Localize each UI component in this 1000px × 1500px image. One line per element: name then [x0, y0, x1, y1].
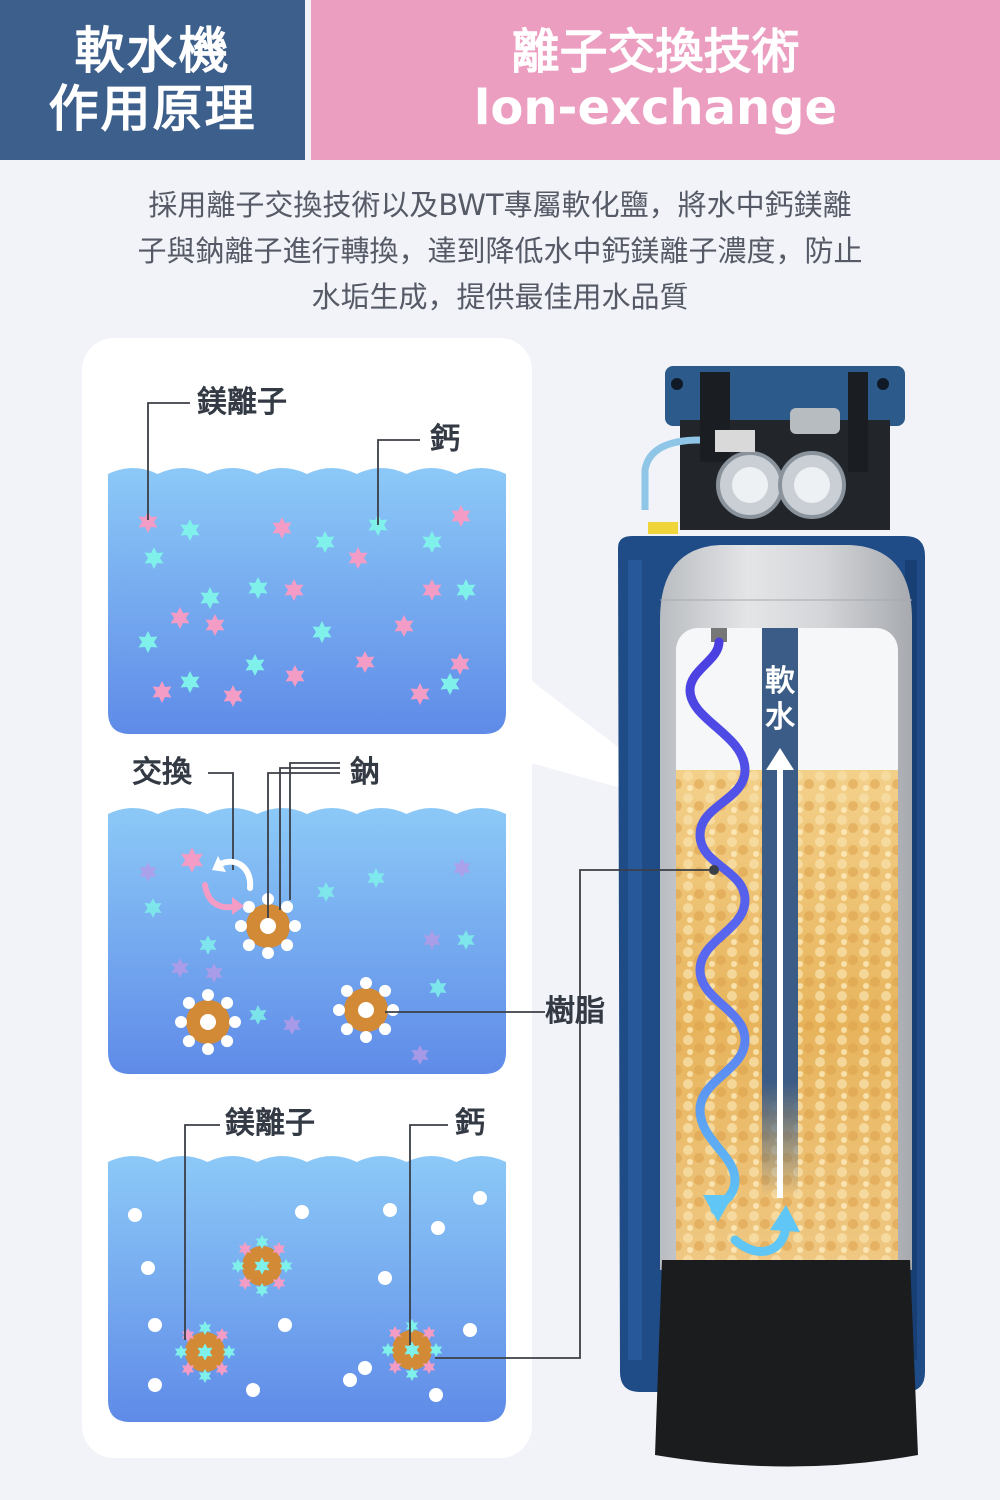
resin-bead-1-sodium-5 [242, 900, 255, 913]
resin-bead-3-sodium-0 [387, 1004, 399, 1016]
resin-bead-2-sodium-2 [202, 1043, 214, 1055]
panel3-magnesium-label: 鎂離子 [225, 1106, 315, 1141]
panel3-calcium-label: 鈣 [455, 1106, 485, 1141]
resin-bead-1-sodium-7 [281, 900, 294, 913]
tube [641, 436, 701, 510]
sodium-ion-p3-0 [128, 1208, 142, 1222]
resin-bead-3-sodium-5 [340, 984, 353, 997]
header-left: 軟水機 作用原理 [0, 0, 305, 160]
resin-bead-1-sodium-0 [289, 920, 301, 932]
resin-bead-2-sodium-3 [182, 1035, 195, 1048]
up-arrow [766, 748, 794, 770]
resin-bead-3-sodium-6 [360, 977, 372, 989]
sodium-ion-p3-11 [246, 1383, 260, 1397]
resin-bead-3-sodium-7 [379, 984, 392, 997]
sodium-ion-p3-8 [278, 1318, 292, 1332]
left-title-line1: 軟水機 [74, 22, 231, 80]
exchange-arrow-white [215, 858, 254, 891]
water-softener-device [618, 366, 925, 1467]
resin-bead-2-sodium-5 [182, 996, 195, 1009]
water-panel-3 [108, 1156, 506, 1422]
resin-bead-2-sodium-6 [202, 989, 214, 1001]
intro-text: 採用離子交換技術以及BWT專屬軟化鹽，將水中鈣鎂離 子與鈉離子進行轉換，達到降低… [40, 182, 960, 320]
intro-line1: 採用離子交換技術以及BWT專屬軟化鹽，將水中鈣鎂離 [148, 188, 852, 222]
panel1-calcium-label: 鈣 [430, 422, 460, 457]
resin-bead-2-sodium-0 [229, 1016, 241, 1028]
resin-label: 樹脂 [545, 994, 605, 1029]
resin-bead-2-core [200, 1014, 216, 1030]
sodium-ion-p3-5 [141, 1261, 155, 1275]
panel2-sodium-label: 鈉 [350, 755, 380, 790]
sodium-ion-p3-14 [429, 1388, 443, 1402]
water-panel-1 [108, 468, 506, 734]
return-flow-arrow [730, 1220, 791, 1256]
resin-bead-1-sodium-4 [235, 920, 247, 932]
particles-group [128, 505, 487, 1402]
sodium-ion-p3-4 [383, 1203, 397, 1217]
resin-bead-2-sodium-4 [175, 1016, 187, 1028]
resin-bead-1-core [260, 918, 276, 934]
resin-pointer-dot [709, 865, 719, 875]
resin-bead-3-sodium-2 [360, 1031, 372, 1043]
panel2-exchange-label: 交換 [132, 755, 192, 790]
panel1-magnesium-label: 鎂離子 [197, 385, 287, 420]
water-flow-line [685, 637, 750, 1215]
resin-bead-3-core [358, 1002, 374, 1018]
water-panel-2 [108, 808, 506, 1074]
resin-bead-1-sodium-3 [242, 939, 255, 952]
resin-bead-1-sodium-1 [281, 939, 294, 952]
right-title-line2: lon-exchange [473, 80, 838, 136]
header-right: 離子交換技術 lon-exchange [311, 0, 1000, 160]
sodium-ion-p3-6 [378, 1271, 392, 1285]
resin-bead-3-sodium-1 [379, 1023, 392, 1036]
sodium-ion-p3-2 [431, 1221, 445, 1235]
tank-base [655, 1260, 918, 1467]
right-title-line1: 離子交換技術 [511, 24, 800, 80]
intro-line3: 水垢生成，提供最佳用水品質 [311, 280, 689, 314]
resin-bead-2-sodium-1 [221, 1035, 234, 1048]
resin-bead-2-sodium-7 [221, 996, 234, 1009]
sodium-ion-p3-12 [358, 1361, 372, 1375]
sodium-ion-p3-9 [463, 1323, 477, 1337]
sodium-ion-p3-1 [295, 1205, 309, 1219]
intro-line2: 子與鈉離子進行轉換，達到降低水中鈣鎂離子濃度，防止 [137, 234, 863, 268]
resin-bead-3-sodium-3 [340, 1023, 353, 1036]
resin-bead-3-sodium-4 [333, 1004, 345, 1016]
soft-water-label: 軟水 [765, 664, 795, 735]
sodium-ion-p3-7 [148, 1318, 162, 1332]
leader-lines [147, 402, 712, 1359]
sodium-ion-p3-13 [343, 1373, 357, 1387]
left-title-line2: 作用原理 [48, 80, 257, 138]
sodium-ion-p3-10 [148, 1378, 162, 1392]
sodium-ion-p3-3 [473, 1191, 487, 1205]
panel-water-group [108, 468, 506, 1422]
resin-bead-1-sodium-2 [262, 947, 274, 959]
